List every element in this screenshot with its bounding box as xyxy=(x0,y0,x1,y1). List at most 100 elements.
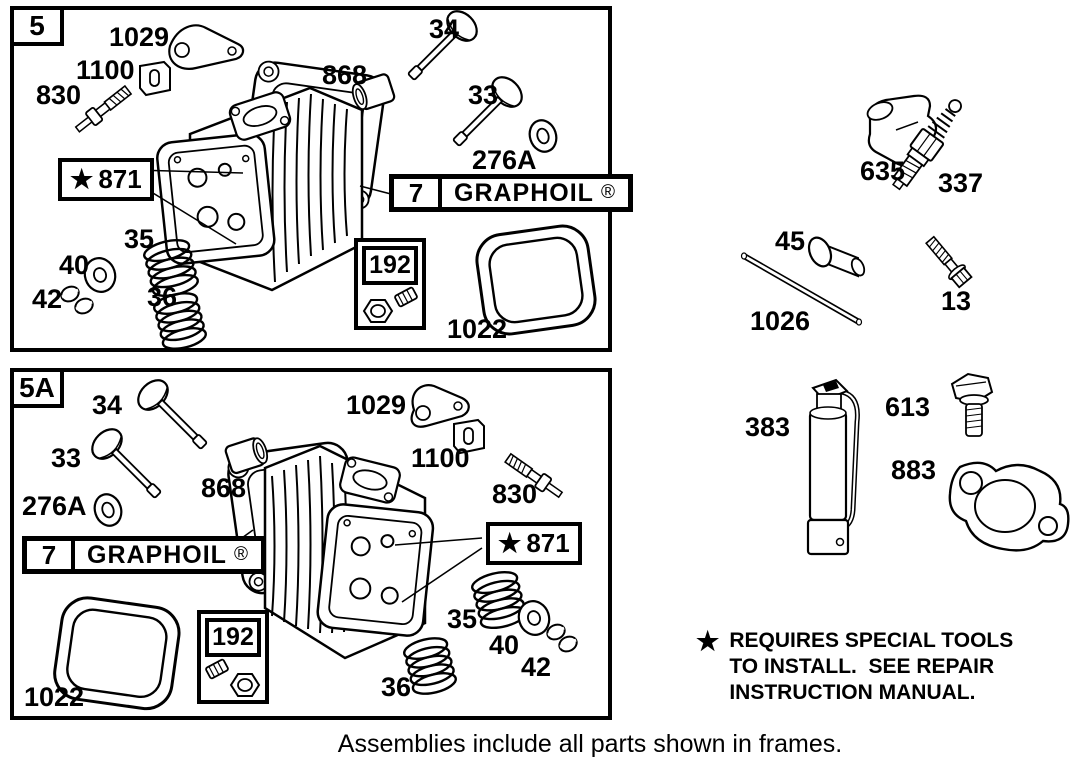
guide-block-drawing xyxy=(139,60,171,97)
special-tool-part-box-871: ★871 xyxy=(58,158,154,201)
part-label-1029: 1029 xyxy=(346,390,407,420)
graphoil-part-box: 7 GRAPHOIL ® xyxy=(22,536,266,574)
registered-trademark-icon: ® xyxy=(600,182,616,203)
part-label-1022: 1022 xyxy=(447,314,508,344)
graphoil-part-number: 7 xyxy=(394,178,442,208)
part-label-830: 830 xyxy=(36,80,82,110)
valve-seal-washer-drawing xyxy=(528,119,558,153)
part-label-13: 13 xyxy=(941,286,972,316)
star-icon: ★ xyxy=(696,626,720,656)
part-label-1100: 1100 xyxy=(76,55,135,85)
part-label-1100: 1100 xyxy=(411,443,470,473)
part-label-36: 36 xyxy=(381,672,412,702)
set-screw-drawing xyxy=(205,658,229,679)
valve-spring-35-drawing xyxy=(143,238,199,298)
part-label-613: 613 xyxy=(885,392,931,422)
part-label-1022: 1022 xyxy=(24,682,85,712)
rocker-arm-drawing xyxy=(168,24,245,70)
kit-parts-drawing xyxy=(205,658,261,697)
part-label-868: 868 xyxy=(322,60,368,90)
tube-wrench-drawing xyxy=(806,378,860,556)
page-caption: Assemblies include all parts shown in fr… xyxy=(337,730,843,758)
special-tools-note: ★ REQUIRES SPECIAL TOOLS TO INSTALL. SEE… xyxy=(696,628,1013,706)
part-label-276a: 276A xyxy=(472,145,537,175)
part-label-42: 42 xyxy=(521,652,552,682)
cover-gasket-drawing xyxy=(53,596,181,711)
valve-keepers-drawing xyxy=(546,623,578,653)
spark-plug-drawing xyxy=(891,99,962,191)
valve-spring-36-drawing xyxy=(402,637,458,695)
assembly-frame-5: 5 1029 1100 830 868 34 33 276A 35 40 42 … xyxy=(10,6,633,352)
note-line-1: REQUIRES SPECIAL TOOLS xyxy=(729,629,1014,652)
valve-keepers-drawing xyxy=(60,285,94,315)
part-label-34: 34 xyxy=(429,14,460,44)
graphoil-brand: GRAPHOIL xyxy=(87,540,227,569)
part-label-34: 34 xyxy=(92,390,123,420)
tappet-drawing xyxy=(807,236,866,278)
assembly-frame-5a: 5A 34 1029 33 1100 868 830 276A 35 40 42… xyxy=(10,368,612,720)
graphoil-brand: GRAPHOIL xyxy=(454,178,594,207)
part-label-635: 635 xyxy=(860,156,906,186)
part-label-33: 33 xyxy=(468,80,499,110)
valve-33-drawing xyxy=(452,76,523,147)
note-line-3: INSTRUCTION MANUAL. xyxy=(729,681,976,704)
nut-drawing xyxy=(362,298,394,323)
star-icon: ★ xyxy=(498,528,522,558)
stud-drawing xyxy=(504,452,564,499)
nut-drawing xyxy=(229,672,261,697)
frame-5a-tag: 5A xyxy=(10,368,64,408)
leader-line-graphoil xyxy=(359,185,392,195)
leader-line-871 xyxy=(401,547,483,603)
part-label-36: 36 xyxy=(147,282,178,312)
frame-5a-tag-label: 5A xyxy=(19,372,55,403)
part-label-40: 40 xyxy=(489,630,520,660)
frame-5-tag: 5 xyxy=(10,6,64,46)
valve-retainer-drawing xyxy=(83,257,117,293)
kit-parts-drawing xyxy=(362,286,418,323)
part-number-871: 871 xyxy=(98,164,142,194)
part-label-1029: 1029 xyxy=(109,22,170,52)
part-label-883: 883 xyxy=(891,455,937,485)
guide-block-drawing xyxy=(453,418,485,455)
cylinder-head-drawing xyxy=(156,86,364,292)
part-label-35: 35 xyxy=(447,604,478,634)
kit-part-box-192: 192 xyxy=(354,238,426,330)
part-label-45: 45 xyxy=(775,226,806,256)
valve-retainer-drawing xyxy=(517,600,551,636)
part-label-276a: 276A xyxy=(22,491,87,521)
part-label-337: 337 xyxy=(938,168,984,198)
set-screw-drawing xyxy=(394,286,418,307)
part-label-383: 383 xyxy=(745,412,791,442)
registered-trademark-icon: ® xyxy=(233,544,249,565)
hex-screw-drawing xyxy=(950,372,994,437)
stud-drawing xyxy=(74,84,133,133)
valve-34-drawing xyxy=(137,379,208,450)
rocker-arm-drawing xyxy=(410,384,470,428)
graphoil-part-number: 7 xyxy=(27,540,75,570)
part-label-1026: 1026 xyxy=(750,306,811,336)
kit-part-number: 192 xyxy=(205,618,261,657)
valve-33-drawing xyxy=(91,428,162,499)
frame-5-tag-label: 5 xyxy=(29,10,45,41)
part-number-871: 871 xyxy=(526,528,570,558)
part-label-42: 42 xyxy=(32,284,63,314)
valve-guide-bushing-drawing xyxy=(351,73,396,111)
valve-seal-washer-drawing xyxy=(93,493,123,527)
valve-guide-bushing-drawing xyxy=(224,437,269,475)
valve-34-drawing xyxy=(407,10,478,81)
exhaust-gasket-drawing xyxy=(948,461,1070,552)
part-label-40: 40 xyxy=(59,250,90,280)
frame-5-drawing xyxy=(60,10,597,350)
cover-gasket-drawing xyxy=(475,224,597,336)
leader-line-871 xyxy=(394,537,483,546)
kit-part-box-192: 192 xyxy=(197,610,269,704)
push-rod-drawing xyxy=(740,252,863,326)
cylinder-head-drawing xyxy=(263,444,435,660)
kit-part-number: 192 xyxy=(362,246,418,285)
graphoil-part-box: 7 GRAPHOIL ® xyxy=(389,174,633,212)
bolt-drawing xyxy=(925,235,973,289)
part-label-868: 868 xyxy=(201,473,247,503)
part-label-830: 830 xyxy=(492,479,538,509)
loose-parts-drawing xyxy=(740,94,1070,556)
